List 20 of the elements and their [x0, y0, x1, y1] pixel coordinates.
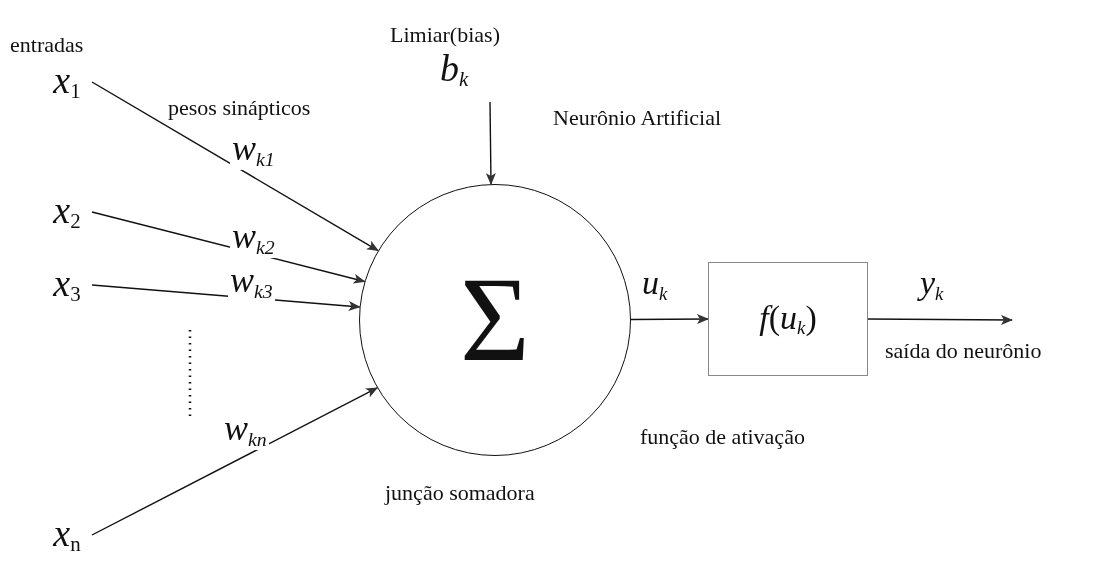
arrow	[867, 314, 1013, 325]
text-label: pesos sinápticos	[168, 95, 311, 122]
sigma-symbol: Σ	[460, 260, 530, 380]
text-label: saída do neurônio	[885, 338, 1042, 365]
input-variable: x$_{1}$	[42, 62, 92, 102]
activation-box	[708, 262, 868, 376]
text-label: Neurônio Artificial	[553, 105, 721, 132]
arrow	[485, 101, 496, 186]
bias-heading: Limiar(bias)	[390, 22, 500, 49]
node-caption: junção somadora	[385, 480, 535, 507]
bias-variable: b$_{k}$	[440, 48, 469, 90]
input-variable: x$_{n}$	[42, 515, 92, 555]
function-label: f(u$_{k}$)	[759, 300, 817, 338]
arrow	[91, 81, 379, 252]
input-variable: x$_{3}$	[42, 265, 92, 305]
text-label: entradas	[10, 32, 84, 59]
text-label: função de ativação	[640, 424, 805, 451]
input-variable: x$_{2}$	[42, 192, 92, 232]
arrow	[630, 314, 709, 325]
arrow	[91, 387, 379, 536]
